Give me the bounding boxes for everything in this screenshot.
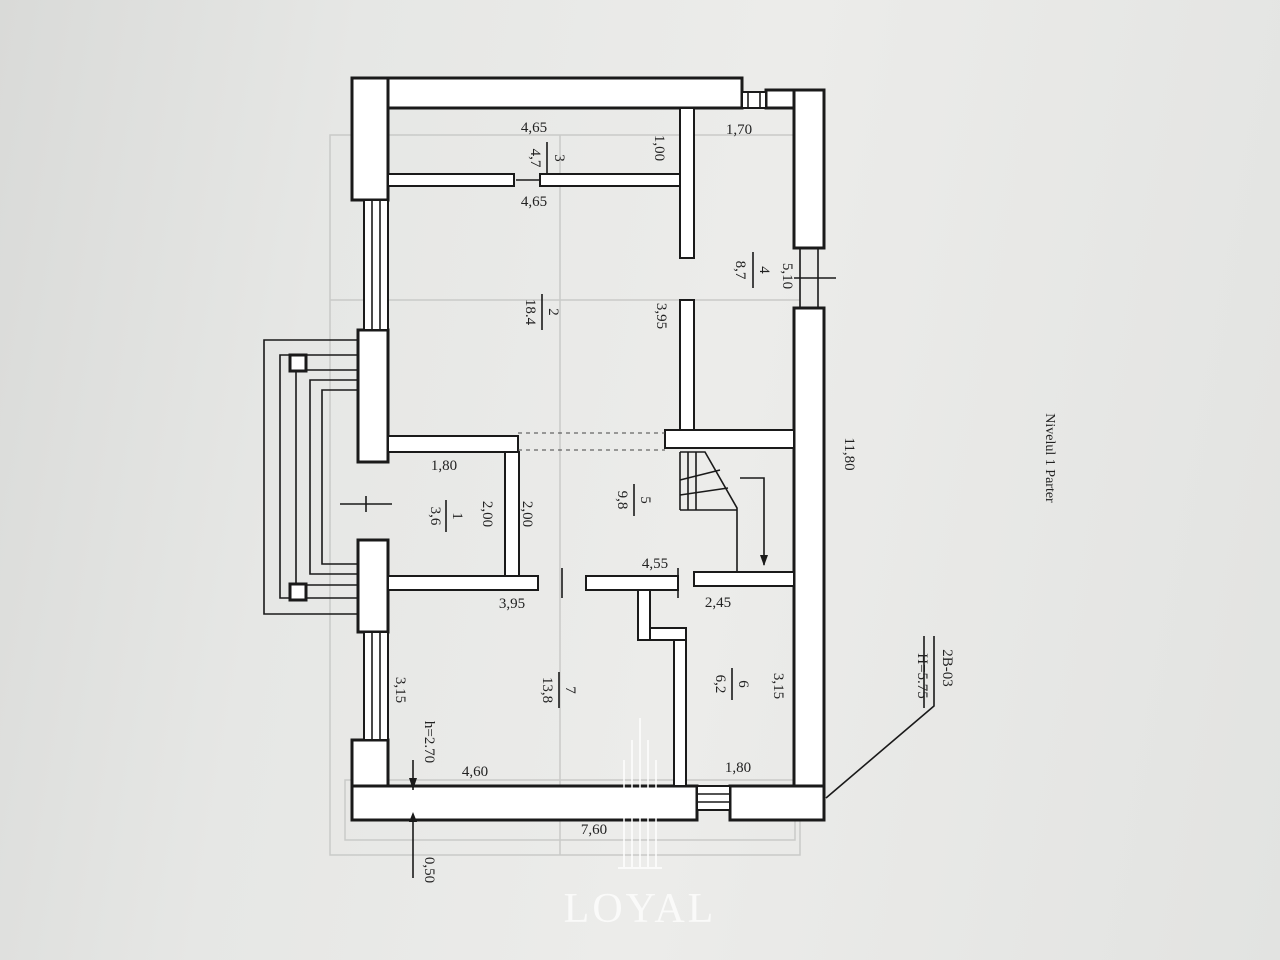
porch: [263, 339, 392, 615]
room-number: 7: [562, 686, 578, 694]
room-3-label: 3 4,7: [527, 142, 567, 174]
room-6-label: 6 6,2: [712, 668, 751, 700]
dimensions: 4,65 1,00 1,70 4,65 5,10 3,95 11,80 1,80…: [392, 120, 857, 838]
building-height: H=5.75: [914, 653, 930, 699]
dim-label: 1,70: [726, 122, 752, 138]
dim-label: 2,00: [519, 501, 535, 527]
room-number: 6: [735, 680, 751, 688]
room-area: 4,7: [527, 149, 543, 168]
room-number: 4: [756, 266, 772, 274]
dim-label: 2,00: [479, 501, 495, 527]
room-area: 8,7: [732, 261, 748, 280]
room-number: 5: [637, 496, 653, 504]
dim-label: 3,95: [499, 596, 525, 612]
dim-label: 4,65: [521, 194, 547, 210]
room-number: 1: [449, 512, 465, 520]
stairs: [518, 432, 768, 572]
room-5-label: 5 9,8: [614, 484, 653, 516]
dim-label: 4,60: [462, 764, 488, 780]
room-area: 13,8: [539, 677, 555, 703]
dim-label: 1,80: [725, 760, 751, 776]
room-number: 3: [551, 154, 567, 162]
dim-label: 1,80: [431, 458, 457, 474]
room-4-label: 4 8,7: [732, 252, 772, 288]
level-title: Nivelul 1 Parter: [1042, 413, 1057, 503]
dim-label: 4,55: [642, 556, 668, 572]
watermark-text: LOYAL: [564, 886, 717, 932]
room-7-label: 7 13,8: [539, 672, 578, 708]
watermark-logo: LOYAL: [564, 718, 717, 932]
dim-label: 4,65: [521, 120, 547, 136]
interior-walls: [387, 107, 795, 787]
room-1-label: 1 3,6: [427, 500, 465, 532]
dim-label: 1,00: [651, 135, 667, 161]
building-code: 2B-03: [939, 649, 955, 687]
room-area: 3,6: [427, 507, 443, 526]
dim-label: 3,95: [653, 303, 669, 329]
windows: [363, 91, 836, 811]
elevation-label: 0,50: [421, 857, 437, 883]
room-height-label: h=2.70: [421, 721, 437, 763]
dim-label: 2,45: [705, 595, 731, 611]
dim-label: 5,10: [779, 263, 795, 289]
elevation-marks: [409, 760, 417, 878]
outer-walls: [350, 76, 826, 822]
room-area: 6,2: [712, 675, 728, 694]
dim-label: 11,80: [841, 437, 857, 470]
room-2-label: 2 18.4: [522, 294, 561, 330]
room-area: 18.4: [522, 299, 538, 326]
dim-label: 3,15: [392, 677, 408, 703]
dim-label: 3,15: [770, 673, 786, 699]
room-area: 9,8: [614, 491, 630, 510]
dim-label: 7,60: [581, 822, 607, 838]
room-number: 2: [545, 308, 561, 316]
code-leader: [825, 636, 935, 799]
